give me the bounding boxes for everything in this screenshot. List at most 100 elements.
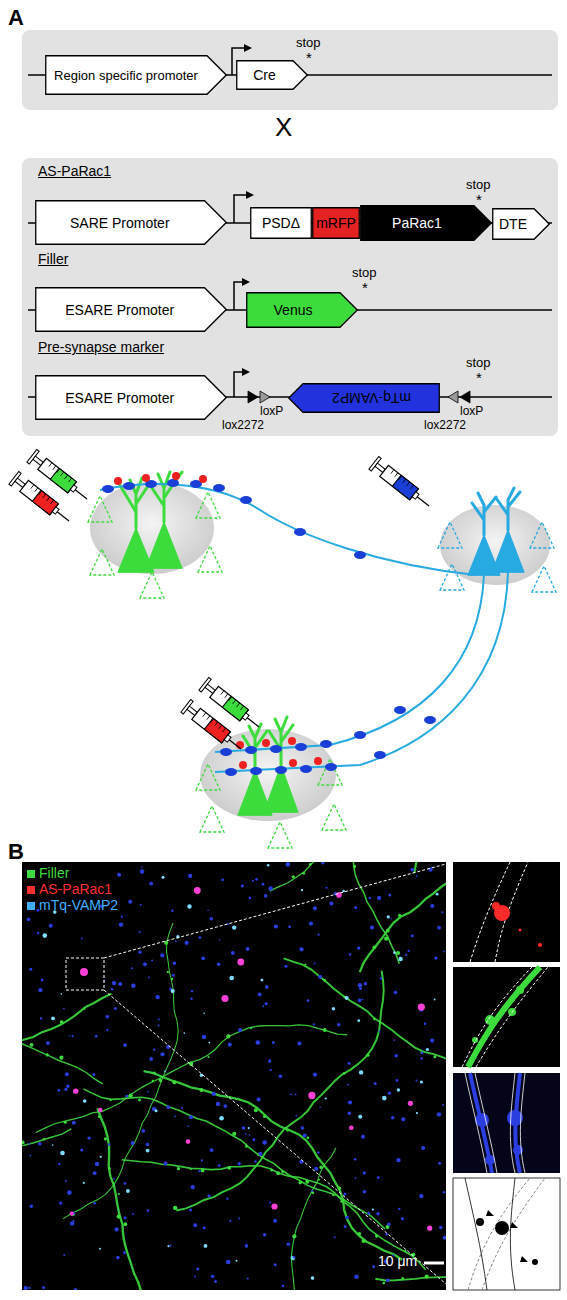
lox-label: lox2272 <box>424 419 466 432</box>
presynaptic-bouton <box>300 765 312 773</box>
presynaptic-puncta <box>106 1015 110 1019</box>
presynaptic-puncta <box>106 1029 108 1031</box>
presynaptic-puncta <box>149 1057 153 1061</box>
postsynaptic-puncta <box>308 1092 315 1099</box>
presynaptic-puncta <box>325 887 327 889</box>
presynaptic-puncta <box>189 1209 192 1212</box>
presynaptic-puncta <box>188 1125 190 1127</box>
presynaptic-puncta <box>257 1097 261 1101</box>
presynaptic-puncta <box>210 1148 214 1152</box>
node-text-area: PaRac1 <box>360 205 474 241</box>
presynaptic-puncta <box>125 1095 128 1098</box>
presynaptic-puncta <box>348 1100 352 1104</box>
presynaptic-puncta <box>131 967 133 969</box>
legend-swatch <box>27 886 35 894</box>
unlabeled-neuron <box>322 804 346 830</box>
unlabeled-neuron <box>440 564 464 590</box>
syringe <box>369 457 434 513</box>
presynaptic-puncta <box>321 862 324 864</box>
presynaptic-puncta <box>214 1280 217 1283</box>
node-shape <box>36 288 227 332</box>
presynaptic-puncta <box>313 1073 317 1077</box>
presynaptic-puncta <box>255 1040 260 1045</box>
presynaptic-puncta <box>293 1256 296 1259</box>
presynaptic-puncta <box>194 1276 196 1278</box>
presynaptic-bouton <box>294 528 306 536</box>
presynaptic-bouton <box>250 767 262 775</box>
presynaptic-puncta <box>420 1080 423 1083</box>
presynaptic-puncta <box>421 1052 424 1055</box>
dendritic-spine <box>30 1043 34 1047</box>
node-shape <box>289 384 440 413</box>
presynaptic-puncta <box>69 1035 71 1037</box>
presynaptic-puncta <box>160 953 164 957</box>
presynaptic-bouton <box>102 479 436 776</box>
dendrite <box>63 923 178 1219</box>
presynaptic-puncta <box>396 1158 400 1162</box>
labeled-neuron <box>146 522 182 568</box>
presynaptic-puncta <box>174 1115 176 1117</box>
presynaptic-puncta <box>247 1277 249 1279</box>
presynaptic-puncta <box>37 909 40 912</box>
presynaptic-puncta <box>114 1227 118 1231</box>
construct-band <box>22 30 558 436</box>
presynaptic-puncta <box>188 874 192 878</box>
domain-box: PSDΔ <box>250 207 312 239</box>
presynaptic-puncta <box>156 995 160 999</box>
presynaptic-puncta <box>93 1171 97 1175</box>
presynaptic-puncta <box>436 893 439 896</box>
presynaptic-puncta <box>61 993 63 995</box>
presynaptic-puncta <box>443 1236 446 1240</box>
presynaptic-bouton <box>354 551 366 559</box>
inset-panel <box>519 929 522 932</box>
legend-text: Filler <box>39 866 69 881</box>
presynaptic-puncta <box>348 1062 351 1065</box>
postsynaptic-puncta <box>349 1126 354 1131</box>
node-shape <box>46 56 227 95</box>
transcription-start-arrowhead <box>242 368 250 376</box>
lox-label: loxP <box>460 405 483 418</box>
presynaptic-puncta <box>226 1197 228 1199</box>
dendrite <box>122 1160 426 1270</box>
panel-letter: A <box>8 6 24 30</box>
presynaptic-puncta <box>279 1075 283 1079</box>
presynaptic-puncta <box>426 1048 429 1051</box>
postsynaptic-marker <box>199 475 207 483</box>
construct-band <box>22 30 558 110</box>
presynaptic-puncta <box>81 938 83 940</box>
presynaptic-puncta <box>265 1002 268 1005</box>
presynaptic-puncta <box>267 864 270 867</box>
presynaptic-puncta <box>99 1248 101 1250</box>
presynaptic-puncta <box>380 977 382 979</box>
presynaptic-bouton <box>275 766 287 774</box>
presynaptic-puncta <box>246 947 250 951</box>
postsynaptic-puncta <box>70 1212 74 1216</box>
presynaptic-puncta <box>196 1268 199 1271</box>
presynaptic-puncta <box>218 1164 221 1167</box>
presynaptic-puncta <box>113 1178 115 1180</box>
promoter-arrow: ESARE Promoter <box>35 375 227 420</box>
presynaptic-puncta <box>274 1263 277 1266</box>
presynaptic-puncta <box>66 1085 69 1088</box>
presynaptic-puncta <box>272 1041 275 1044</box>
presynaptic-puncta <box>354 1158 357 1161</box>
lox-site <box>448 391 458 403</box>
dendrite <box>353 862 399 964</box>
presynaptic-bouton <box>245 746 257 754</box>
presynaptic-puncta <box>139 931 141 933</box>
presynaptic-puncta <box>219 1116 224 1121</box>
presynaptic-puncta <box>309 922 313 926</box>
presynaptic-puncta <box>172 974 175 977</box>
axon <box>215 575 484 752</box>
presynaptic-puncta <box>388 894 391 897</box>
legend-text: AS-PaRac1 <box>39 882 112 897</box>
dendrite <box>144 1071 403 1260</box>
postsynaptic-marker <box>262 739 270 747</box>
presynaptic-puncta <box>187 904 191 908</box>
dendrite <box>22 1129 71 1290</box>
presynaptic-puncta <box>208 1042 210 1044</box>
presynaptic-puncta <box>201 956 205 960</box>
presynaptic-puncta <box>361 1135 365 1139</box>
presynaptic-puncta <box>245 1244 249 1248</box>
transcription-start-arrowhead <box>242 278 250 286</box>
